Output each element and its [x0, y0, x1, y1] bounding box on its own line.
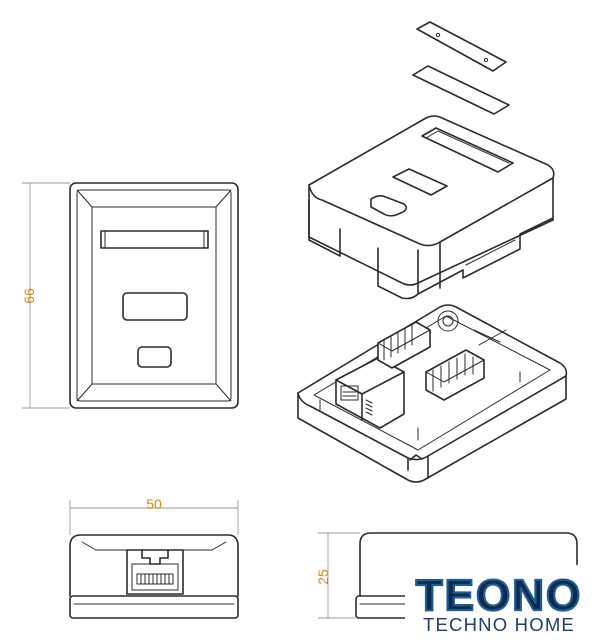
- cover-isometric: [308, 115, 555, 300]
- idc-block-lower: [425, 349, 485, 401]
- port-opening: [122, 292, 188, 321]
- depth-dimension-label: 25: [315, 569, 331, 585]
- cover-lower-opening: [370, 195, 408, 217]
- width-dimension: 50: [69, 496, 239, 535]
- label-window: [100, 230, 209, 249]
- height-dimension-label: 66: [21, 288, 37, 304]
- lower-opening: [137, 346, 172, 368]
- rj45-port-front: [126, 549, 184, 595]
- cover-port-opening: [392, 168, 448, 196]
- depth-dimension: 25: [315, 532, 360, 619]
- front-view: [69, 182, 239, 409]
- side-view: [69, 534, 239, 619]
- base-isometric: [297, 304, 568, 483]
- width-dimension-label: 50: [146, 496, 162, 512]
- logo-main-text: TEONO: [416, 571, 582, 620]
- logo-sub-text: TECHNO HOME: [423, 614, 575, 635]
- label-strip-top: [416, 21, 507, 72]
- height-dimension: 66: [21, 182, 70, 409]
- brand-logo: TEONO TECHNO HOME: [405, 565, 595, 637]
- idc-block-upper: [377, 321, 431, 369]
- label-strip-clear: [412, 65, 510, 115]
- cover-label-window: [421, 127, 514, 173]
